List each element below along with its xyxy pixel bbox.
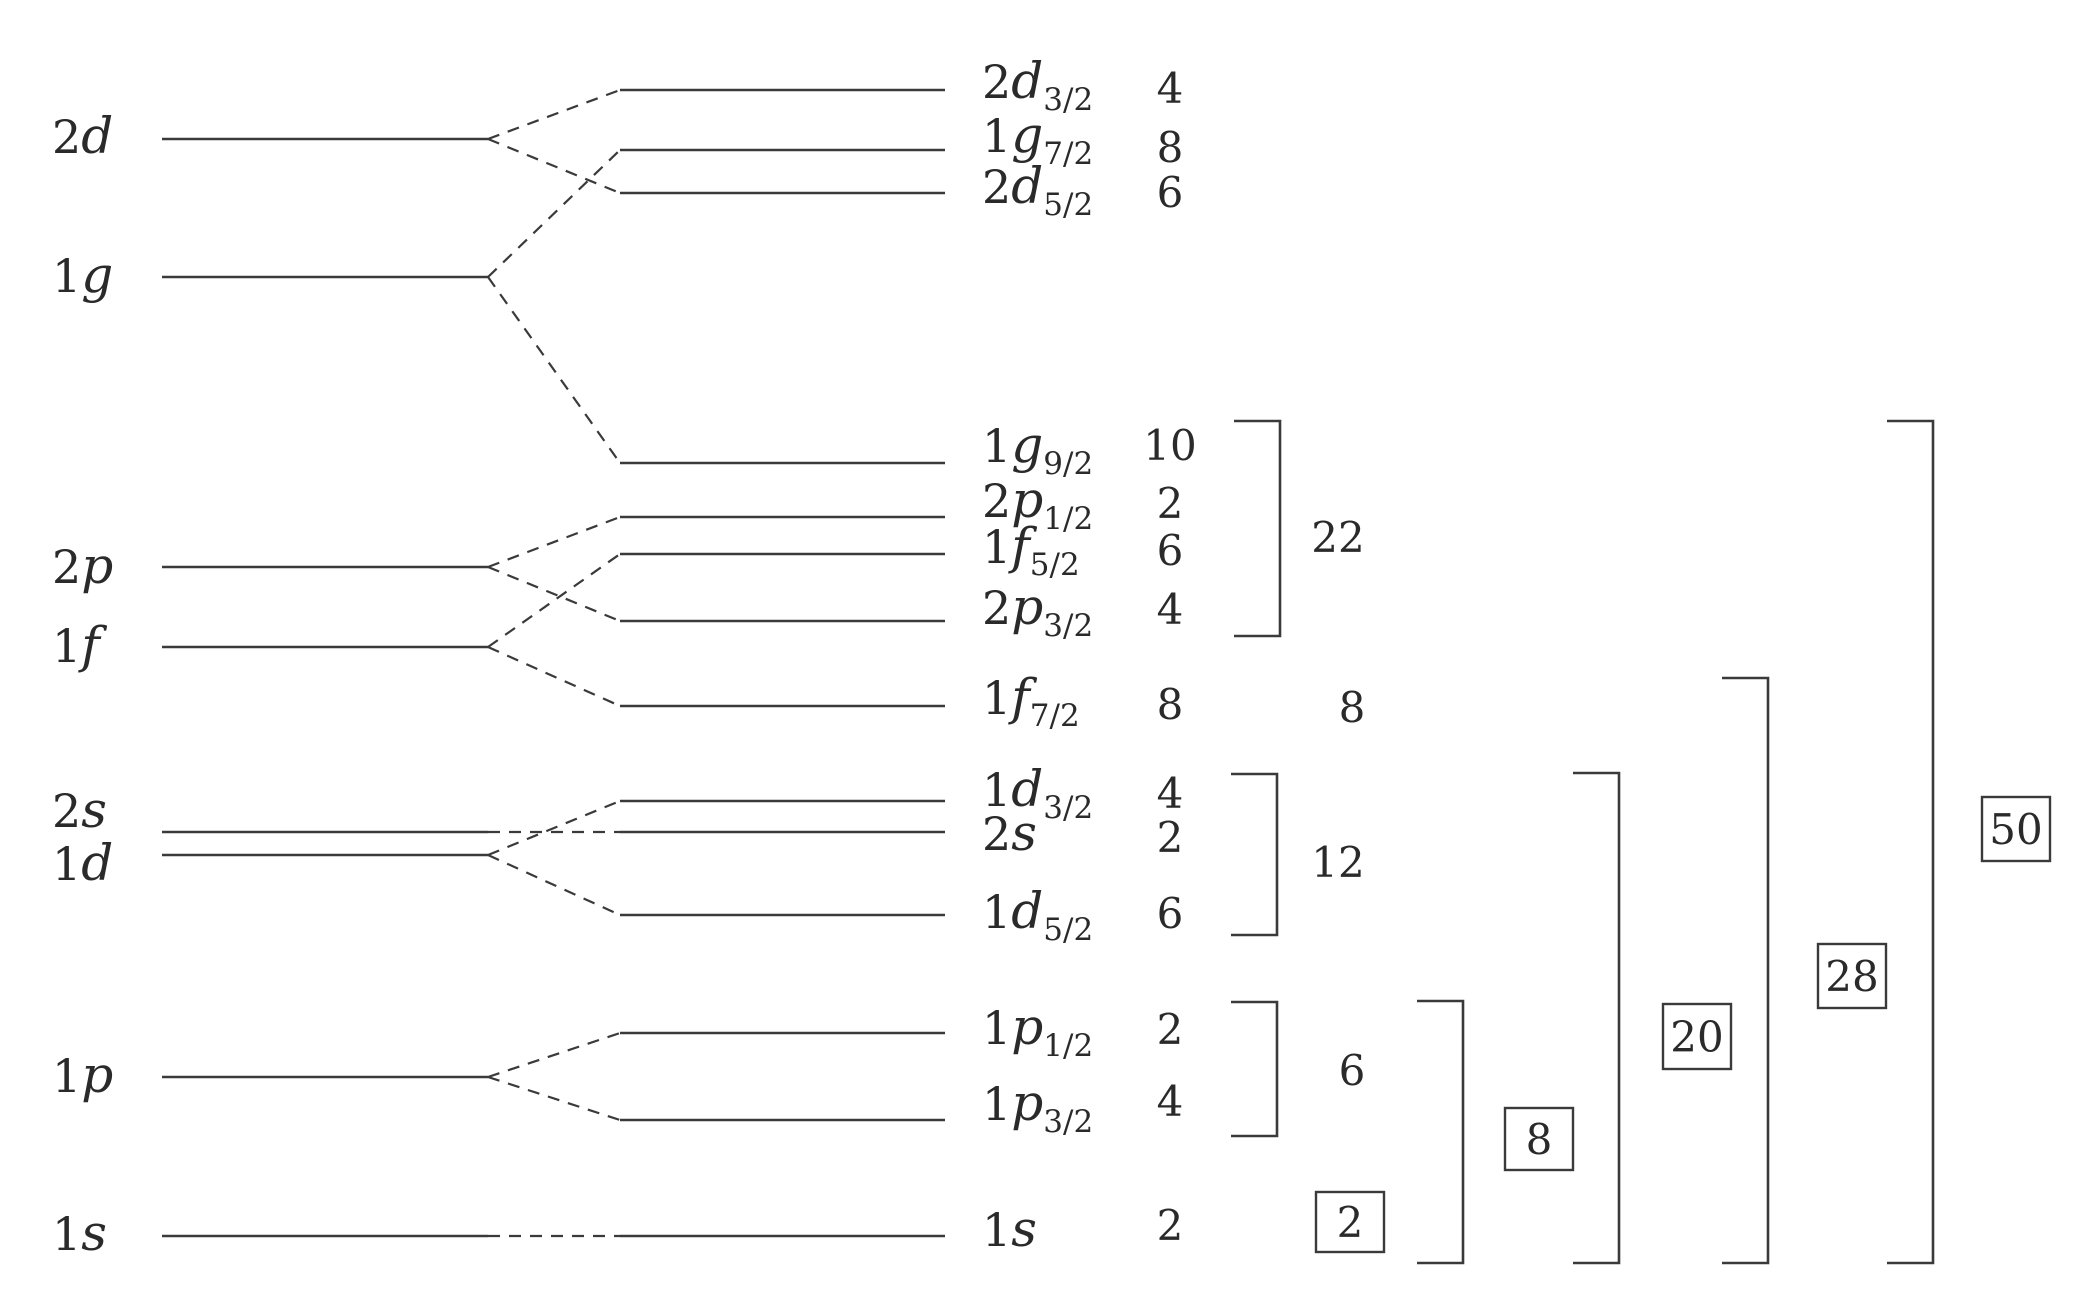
subshell-total-8: 8 (1339, 683, 1366, 732)
connector-2p3-2 (487, 565, 621, 623)
split-level-label-1d5-2: 1d5/2 (982, 882, 1093, 948)
split-level-label-1g9-2: 1g9/2 (982, 416, 1093, 482)
occupancy-2d5-2: 6 (1157, 168, 1184, 217)
split-level-label-2d5-2: 2d5/2 (982, 157, 1093, 223)
splitting-connectors (487, 88, 621, 1238)
split-level-label-2p1-2: 2p1/2 (982, 471, 1093, 537)
magic-bracket-50 (1887, 419, 1935, 1265)
connector-1d5-2 (487, 853, 621, 917)
occupancy-2p3-2: 4 (1157, 585, 1184, 634)
magic-box-2 (1314, 1190, 1386, 1254)
split-level-label-1s: 1s (982, 1200, 1037, 1258)
unsplit-level-label-1f: 1f (52, 616, 107, 674)
connector-2p1-2 (487, 515, 621, 569)
magic-number-2: 2 (1337, 1198, 1364, 1247)
subshell-bracket-12 (1231, 772, 1279, 937)
subshell-total-12: 12 (1311, 838, 1364, 887)
shell-brackets: 22 8 12 6 (1231, 419, 1366, 1138)
split-level-label-1d3-2: 1d3/2 (982, 760, 1093, 826)
connector-1d3-2 (487, 799, 621, 857)
occupancy-1d5-2: 6 (1157, 889, 1184, 938)
split-level-label-2p3-2: 2p3/2 (982, 578, 1093, 644)
occupancy-1s: 2 (1157, 1201, 1184, 1250)
subshell-total-6: 6 (1339, 1046, 1366, 1095)
magic-box-28 (1816, 942, 1888, 1010)
magic-bracket-20 (1573, 771, 1621, 1265)
magic-number-20: 20 (1670, 1013, 1723, 1062)
split-level-label-1f7-2: 1f7/2 (982, 668, 1080, 734)
unsplit-level-label-2s: 2s (52, 781, 107, 839)
unsplit-level-label-1p: 1p (52, 1046, 113, 1104)
split-level-label-2d3-2: 2d3/2 (982, 52, 1093, 118)
split-level-label-2s: 2s (982, 804, 1037, 862)
occupancy-2s: 2 (1157, 813, 1184, 862)
connector-1g7-2 (487, 149, 621, 278)
occupancy-1d3-2: 4 (1157, 769, 1184, 818)
unsplit-level-label-1g: 1g (52, 246, 113, 304)
occupancy-1g7-2: 8 (1157, 123, 1184, 172)
magic-number-50: 50 (1989, 805, 2042, 854)
split-level-label-1f5-2: 1f5/2 (982, 517, 1080, 583)
magic-number-28: 28 (1825, 952, 1878, 1001)
subshell-bracket-22 (1234, 419, 1282, 638)
occupancy-1p1-2: 2 (1157, 1005, 1184, 1054)
unsplit-level-label-1d: 1d (52, 834, 113, 892)
connector-1f5-2 (487, 553, 621, 648)
connector-1g9-2 (487, 276, 621, 464)
split-level-label-1p3-2: 1p3/2 (982, 1074, 1093, 1140)
magic-bracket-8 (1417, 999, 1465, 1265)
occupancy-1f5-2: 6 (1157, 526, 1184, 575)
subshell-total-22: 22 (1311, 513, 1364, 562)
occupancy-1p3-2: 4 (1157, 1077, 1184, 1126)
occupancy-2p1-2: 2 (1157, 479, 1184, 528)
magic-box-50 (1980, 795, 2052, 863)
unsplit-level-label-2d: 2d (52, 107, 113, 165)
occupancy-2d3-2: 4 (1157, 64, 1184, 113)
connector-1p3-2 (487, 1075, 621, 1122)
split-level-label-1g7-2: 1g7/2 (982, 106, 1093, 172)
split-level-label-1p1-2: 1p1/2 (982, 998, 1093, 1064)
connector-1f7-2 (487, 645, 621, 708)
magic-number-8: 8 (1526, 1115, 1553, 1164)
magic-box-20 (1661, 1002, 1733, 1071)
magic-box-8 (1503, 1106, 1575, 1172)
connector-1p1-2 (487, 1031, 621, 1079)
magic-bracket-28 (1722, 676, 1770, 1265)
occupancy-1f7-2: 8 (1157, 680, 1184, 729)
connector-2d3-2 (487, 88, 621, 141)
split-levels: 2d3/2 4 1g7/2 8 2d5/2 6 1g9/2 10 2p1/2 2 1f5/2 6 2p3… (620, 52, 1197, 1258)
unsplit-level-label-2p: 2p (52, 537, 113, 595)
unsplit-level-label-1s: 1s (52, 1204, 107, 1262)
connector-2d5-2 (487, 137, 621, 195)
subshell-bracket-6 (1231, 1000, 1279, 1138)
occupancy-1g9-2: 10 (1143, 421, 1196, 470)
